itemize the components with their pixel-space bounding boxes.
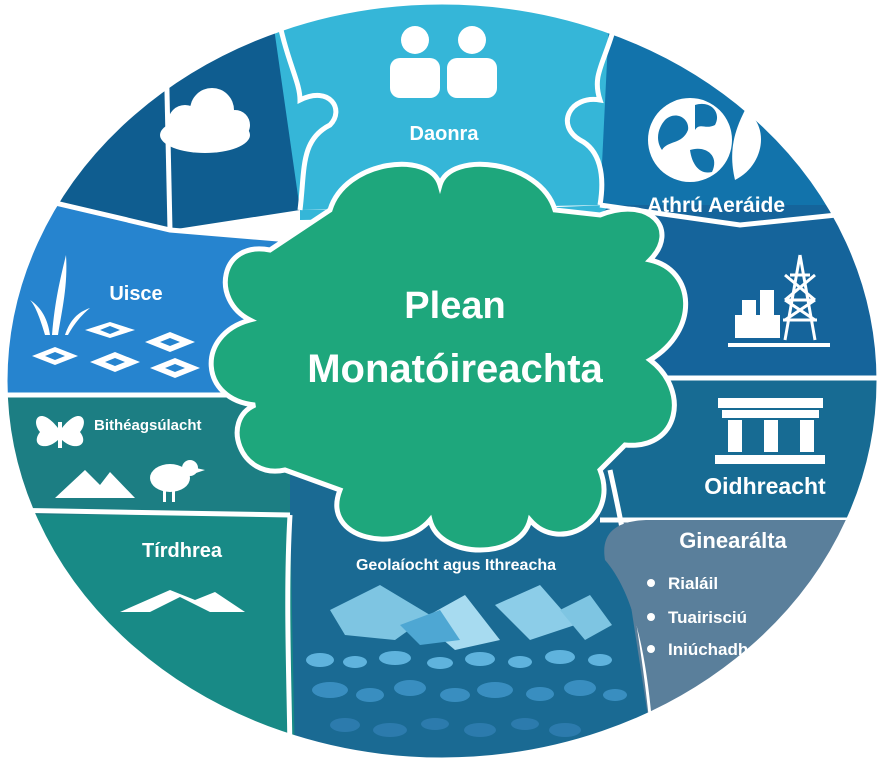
globe-leaf-icon <box>648 98 762 182</box>
segment-daonra[interactable] <box>270 0 620 210</box>
water-reed-icon <box>30 255 200 378</box>
athru-aeraide-label: Athrú Aeráide <box>647 194 785 217</box>
segment-athru-aeraide[interactable] <box>600 0 885 225</box>
ginearalta-bullets <box>647 579 655 653</box>
daonra-label: Daonra <box>410 123 480 145</box>
bitheagsulacht-label: Bithéagsúlacht <box>94 417 202 434</box>
power-pylon-icon <box>728 254 830 347</box>
bullet-icon <box>647 579 655 587</box>
hills-icon <box>120 590 245 612</box>
rock-layers-icon <box>306 585 627 737</box>
tirdhrea-label: Tírdhrea <box>142 540 223 562</box>
cloud-icon <box>160 88 250 153</box>
ginearalta-label: Ginearálta <box>679 528 787 553</box>
center-title-line1: Plean <box>404 285 505 327</box>
center-title-line2: Monatóireachta <box>307 347 603 391</box>
oidhreacht-label: Oidhreacht <box>704 473 826 499</box>
ginearalta-item-iniuchadh: Iniúchadh <box>668 640 748 659</box>
butterfly-bird-icon <box>36 415 205 502</box>
heritage-building-icon <box>715 398 825 464</box>
segment-cloud[interactable] <box>0 0 300 230</box>
geolaiocht-label: Geolaíocht agus Ithreacha <box>356 557 556 574</box>
uisce-label: Uisce <box>109 283 162 305</box>
ginearalta-item-rialail: Rialáil <box>668 574 718 593</box>
bullet-icon <box>647 645 655 653</box>
people-icon <box>390 26 497 98</box>
ginearalta-item-tuairisciu: Tuairisciú <box>668 608 747 627</box>
center-puzzle-piece <box>208 161 689 553</box>
outer-oval-outline <box>4 1 880 761</box>
bullet-icon <box>647 613 655 621</box>
